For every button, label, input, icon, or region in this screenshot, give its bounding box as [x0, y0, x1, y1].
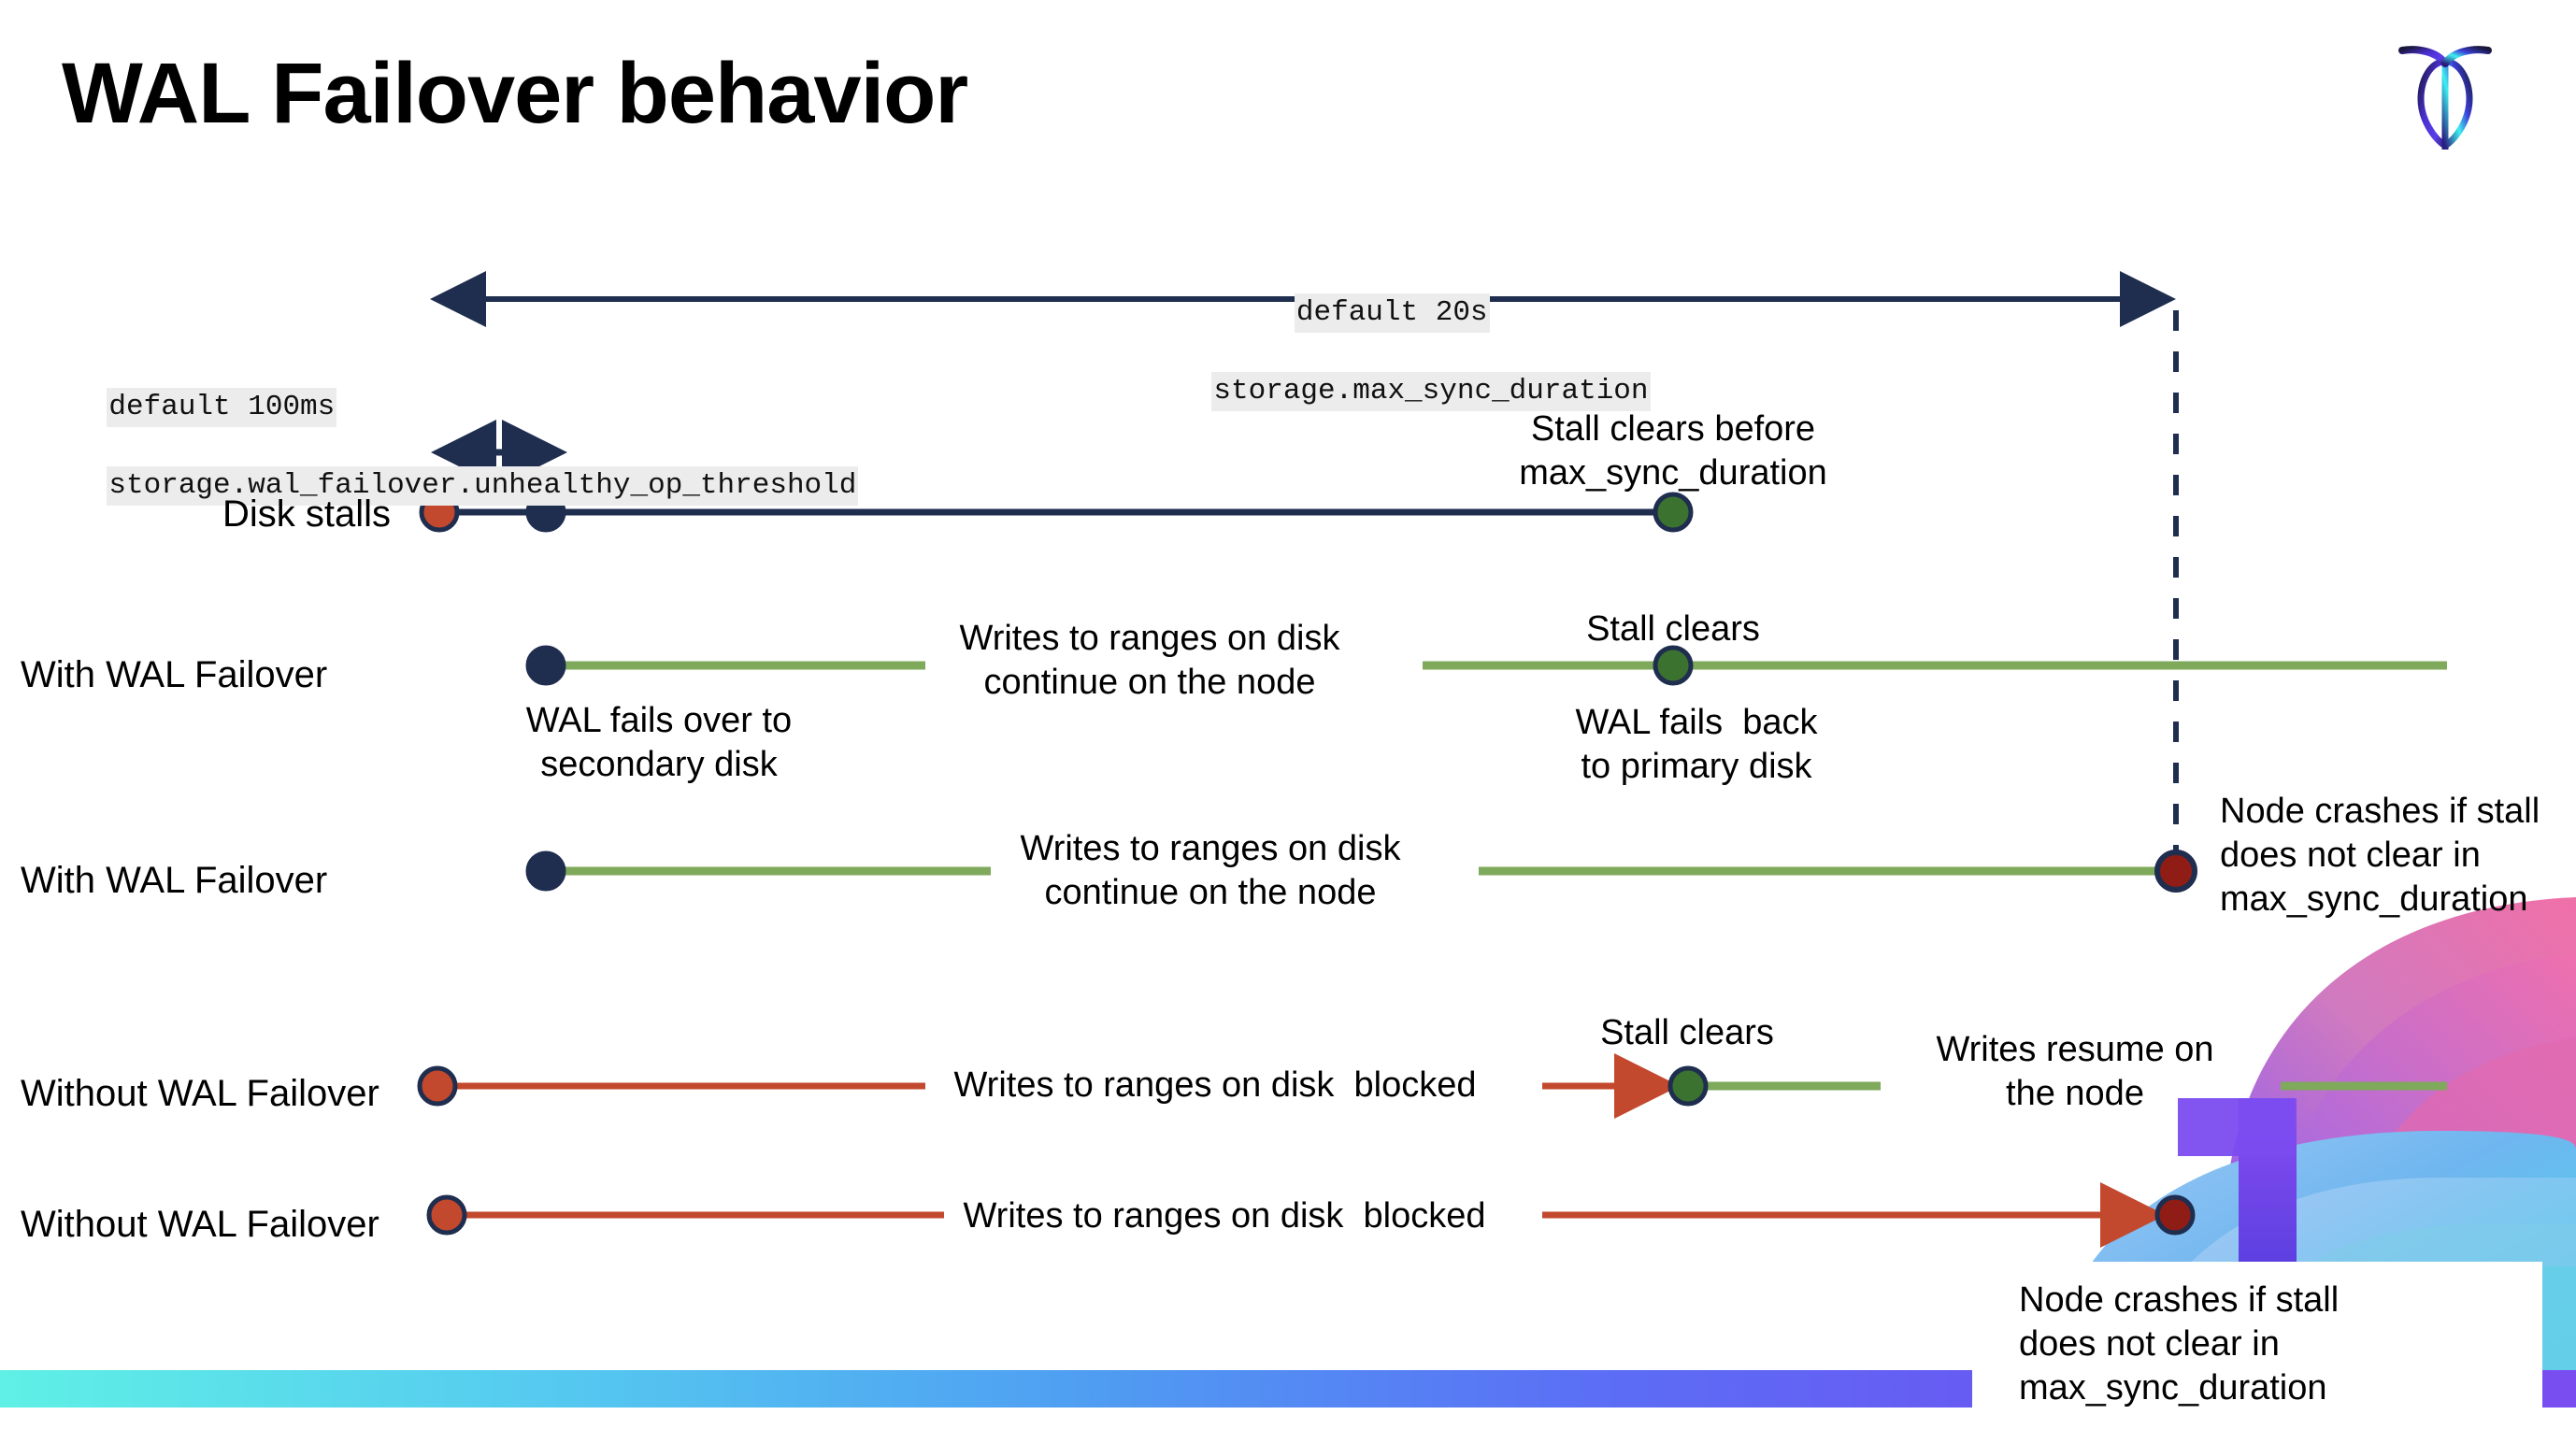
max-sync-duration-setting: default 20s storage.max_sync_duration — [1142, 254, 1651, 450]
row-label-disk-stalls: Disk stalls — [222, 493, 392, 535]
annotation-node-crashes-1: Node crashes if stall does not clear in … — [2220, 792, 2540, 919]
annotation-wal-fails-over: WAL fails over to secondary disk — [525, 701, 793, 784]
row-label-without-wal-failover-1: Without WAL Failover — [21, 1073, 379, 1114]
setting-name: storage.wal_failover.unhealthy_op_thresh… — [107, 466, 859, 506]
annotation-stall-clears-1: Stall clears — [1586, 609, 1760, 649]
setting-default-value: default 100ms — [107, 388, 337, 427]
row-label-with-wal-failover-2: With WAL Failover — [21, 860, 328, 901]
cockroachdb-logo-icon — [2389, 30, 2501, 152]
row-label-with-wal-failover-1: With WAL Failover — [21, 654, 328, 695]
annotation-wal-fails-back: WAL fails back to primary disk — [1575, 703, 1818, 786]
unhealthy-op-threshold-setting: default 100ms storage.wal_failover.unhea… — [37, 349, 859, 545]
annotation-writes-blocked-2: Writes to ranges on disk blocked — [963, 1196, 1486, 1236]
annotation-stall-clears-2: Stall clears — [1600, 1013, 1774, 1052]
page-title: WAL Failover behavior — [62, 46, 968, 141]
row-label-without-wal-failover-2: Without WAL Failover — [21, 1204, 379, 1245]
setting-default-value: default 20s — [1294, 293, 1490, 333]
annotation-writes-blocked-1: Writes to ranges on disk blocked — [953, 1065, 1477, 1105]
annotation-stall-clears-before-max-sync: Stall clears before max_sync_duration — [1519, 409, 1827, 493]
annotation-node-crashes-2: Node crashes if stall does not clear in … — [1972, 1262, 2542, 1429]
annotation-writes-continue-1: Writes to ranges on disk continue on the… — [959, 619, 1340, 702]
annotation-writes-resume: Writes resume on the node — [1936, 1030, 2214, 1113]
annotation-writes-continue-2: Writes to ranges on disk continue on the… — [1020, 829, 1401, 912]
setting-name: storage.max_sync_duration — [1211, 372, 1651, 411]
